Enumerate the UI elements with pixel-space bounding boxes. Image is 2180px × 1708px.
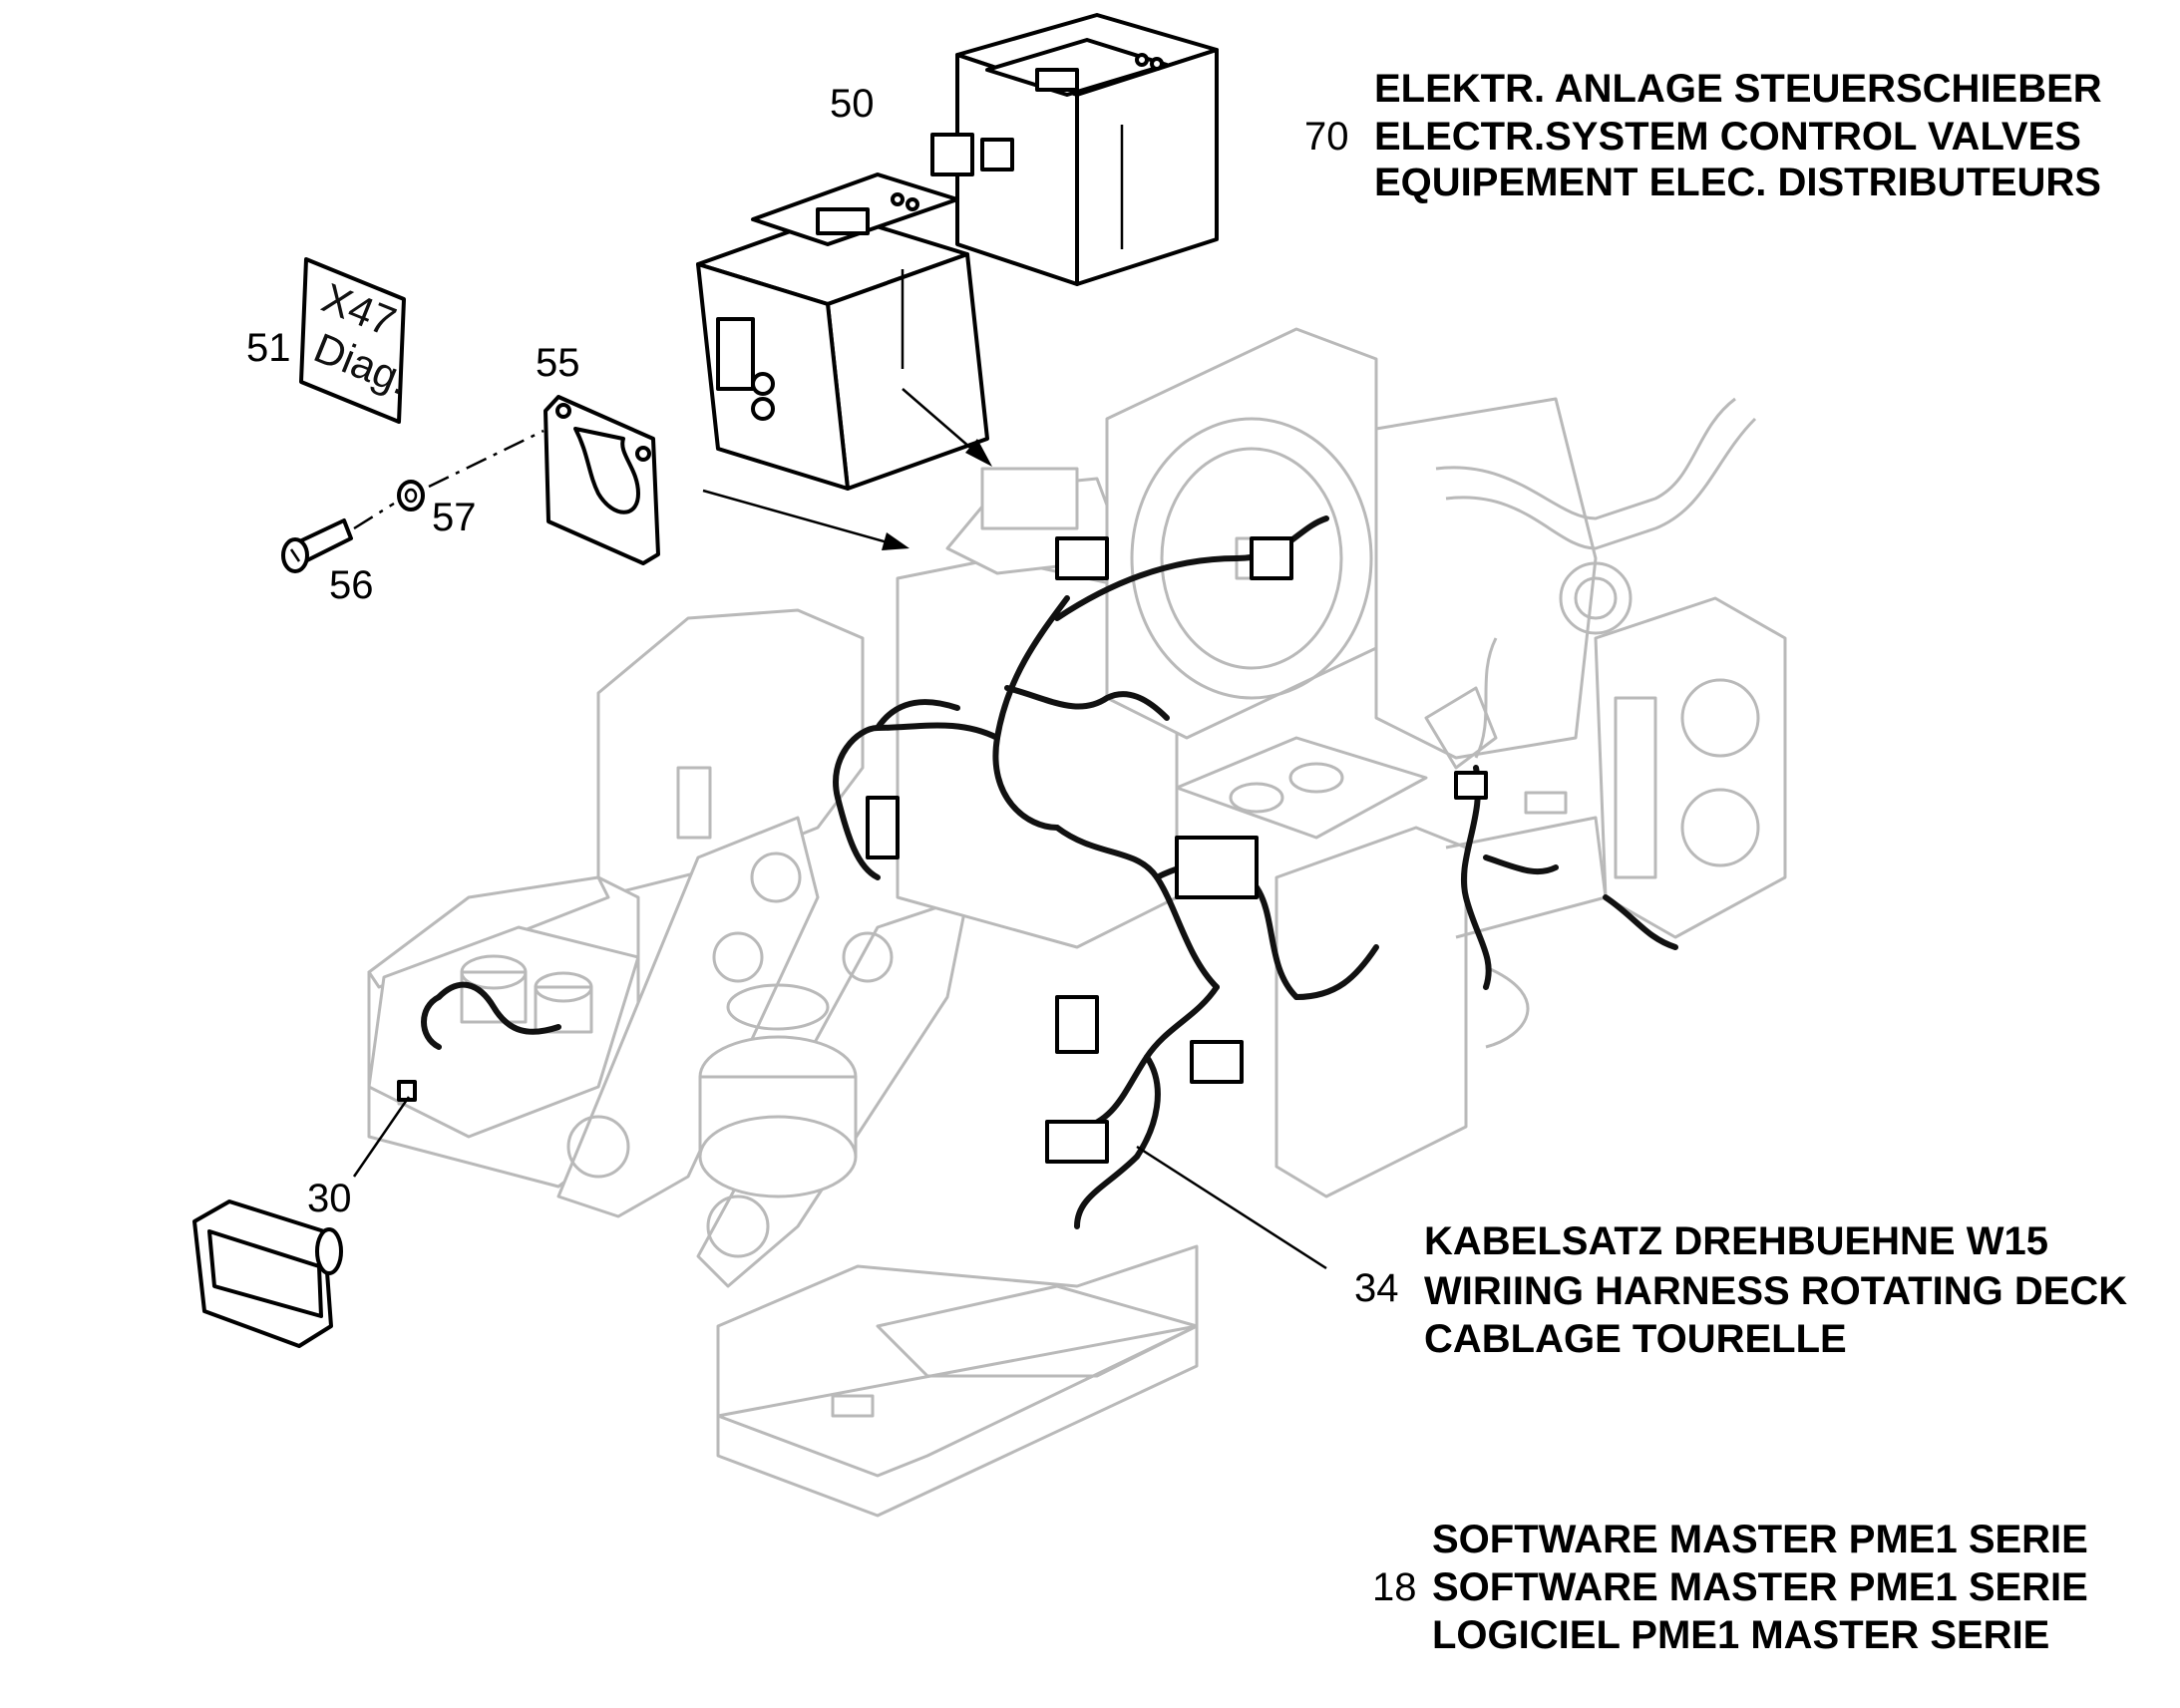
- callout-34-line-2: WIRIING HARNESS ROTATING DECK: [1424, 1269, 2127, 1313]
- washer: [397, 480, 425, 512]
- callout-34-line-3: CABLAGE TOURELLE: [1424, 1317, 1847, 1361]
- callout-70: 70 ELEKTR. ANLAGE STEUERSCHIEBER ELECTR.…: [1304, 67, 2102, 204]
- callout-18-number: 18: [1372, 1565, 1417, 1609]
- callout-18-line-1: SOFTWARE MASTER PME1 SERIE: [1432, 1518, 2088, 1561]
- callout-18: 18 SOFTWARE MASTER PME1 SERIE SOFTWARE M…: [1372, 1518, 2088, 1657]
- callout-70-line-3: EQUIPEMENT ELEC. DISTRIBUTEURS: [1374, 161, 2101, 204]
- callout-34: 34 KABELSATZ DREHBUEHNE W15 WIRIING HARN…: [1354, 1219, 2127, 1361]
- callout-34-number: 34: [1354, 1266, 1399, 1310]
- callout-70-line-2: ELECTR.SYSTEM CONTROL VALVES: [1374, 115, 2081, 159]
- wiring-harness: [421, 515, 1678, 1229]
- part-number-56: 56: [329, 563, 374, 607]
- bracket: [544, 395, 660, 565]
- part-number-30: 30: [307, 1177, 352, 1220]
- screw: [281, 518, 353, 573]
- callout-70-line-1: ELEKTR. ANLAGE STEUERSCHIEBER: [1374, 67, 2102, 111]
- batteries: [696, 13, 1219, 491]
- callout-70-number: 70: [1304, 115, 1349, 159]
- callout-18-line-3: LOGICIEL PME1 MASTER SERIE: [1432, 1613, 2049, 1657]
- x47-diag-sign: X47 Diag.: [299, 257, 416, 424]
- callout-18-line-2: SOFTWARE MASTER PME1 SERIE: [1432, 1565, 2088, 1609]
- rotating-deck-frame: [367, 327, 1787, 1518]
- part-number-51: 51: [246, 326, 291, 370]
- part-number-55: 55: [536, 341, 580, 385]
- part-number-50: 50: [830, 82, 875, 126]
- callout-34-line-1: KABELSATZ DREHBUEHNE W15: [1424, 1219, 2048, 1263]
- leader-lines: [352, 388, 1327, 1270]
- work-lamp: [192, 1080, 417, 1348]
- part-number-57: 57: [432, 496, 477, 539]
